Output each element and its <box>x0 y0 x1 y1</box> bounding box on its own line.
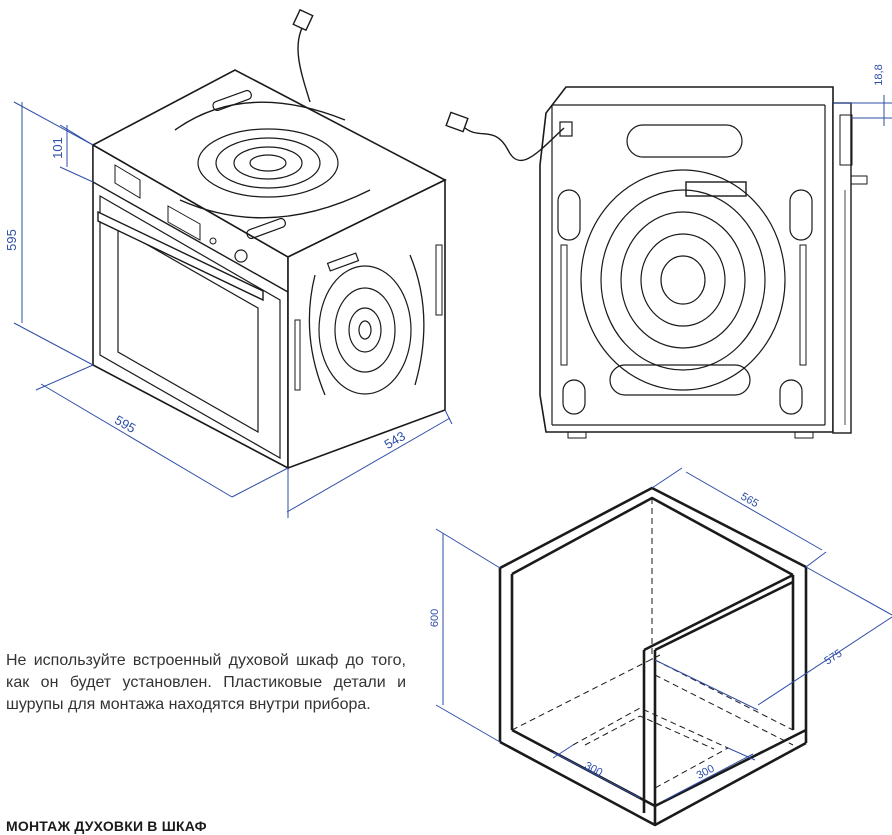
oven-side-dimensions <box>833 95 892 126</box>
oven-isometric <box>91 8 447 470</box>
oven-door-window <box>117 226 259 434</box>
oven-side-view <box>445 86 868 439</box>
dim-cabinet-height: 600 <box>429 609 441 627</box>
section-heading: МОНТАЖ ДУХОВКИ В ШКАФ <box>6 818 207 834</box>
oven-knob-small <box>209 237 217 245</box>
oven-iso-dimensions <box>13 101 453 518</box>
oven-display <box>167 205 201 241</box>
side-plug <box>445 111 469 133</box>
dim-cutout-right: 300 <box>695 763 717 782</box>
oven-plug <box>292 8 314 32</box>
installation-note: Не используйте встроенный духовой шкаф д… <box>6 652 406 713</box>
cabinet-niche <box>498 486 808 827</box>
oven-knob <box>234 249 248 263</box>
side-power-cable <box>464 127 565 162</box>
oven-handle <box>97 210 264 302</box>
dim-door-thickness: 18,8 <box>873 64 885 85</box>
dim-oven-panel: 101 <box>50 137 65 159</box>
oven-door <box>99 194 281 460</box>
oven-side-door <box>832 102 852 434</box>
cabinet-hidden-lines <box>511 498 794 789</box>
dim-oven-height: 595 <box>4 229 19 251</box>
dim-cabinet-width: 565 <box>739 491 761 511</box>
cabinet-dimensions <box>435 467 892 801</box>
oven-vent-grill <box>114 164 141 199</box>
dim-oven-width: 595 <box>112 412 138 436</box>
oven-side-vent <box>685 181 747 197</box>
oven-power-cable <box>297 23 311 103</box>
